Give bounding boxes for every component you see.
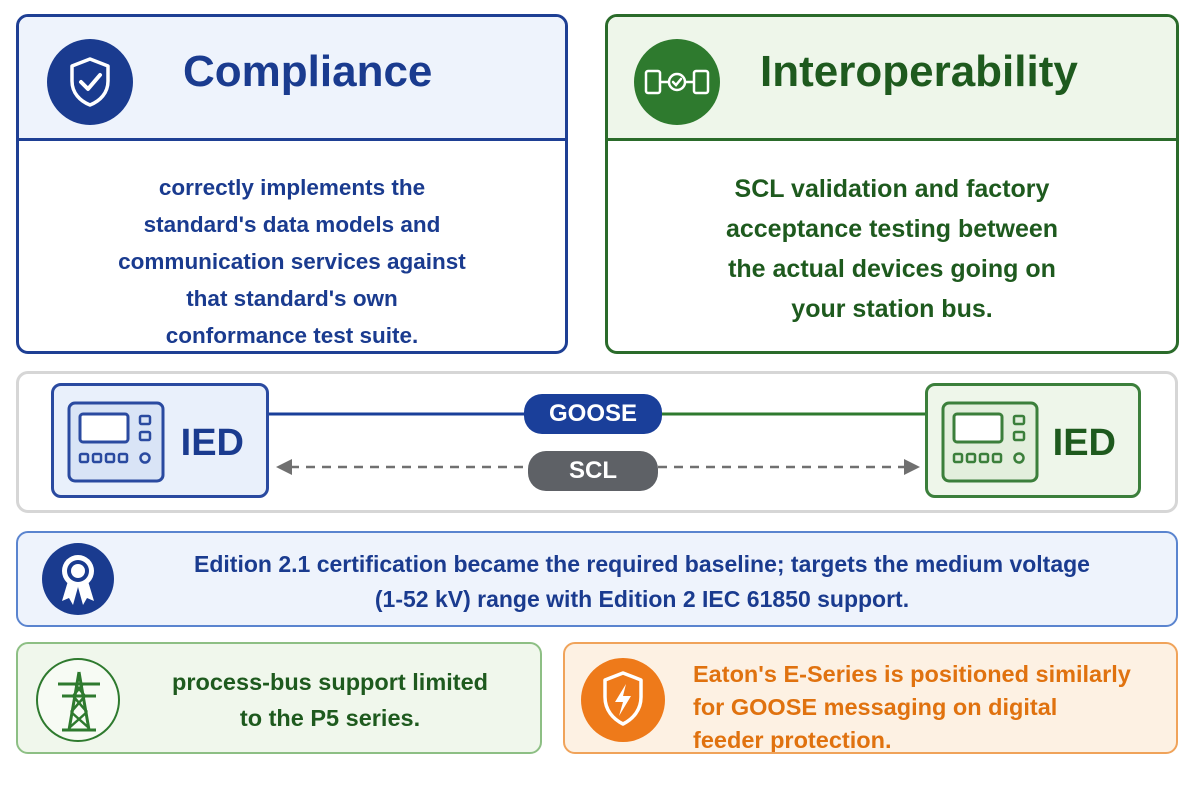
shield-check-icon [47, 39, 133, 125]
interoperability-line: acceptance testing between [725, 215, 1059, 243]
compliance-line: conformance test suite. [165, 323, 419, 348]
ied-left-label: IED [180, 422, 244, 464]
interoperability-description: SCL validation and factory acceptance te… [632, 169, 1152, 329]
compliance-line: correctly implements the [158, 175, 426, 200]
award-ribbon-icon [42, 543, 114, 615]
interoperability-card: Interoperability SCL validation and fact… [605, 14, 1179, 354]
process-bus-card: process-bus support limited to the P5 se… [16, 642, 542, 754]
compliance-title: Compliance [183, 47, 433, 96]
eaton-line: Eaton's E-Series is positioned similarly [693, 661, 1131, 687]
compliance-description: correctly implements the standard's data… [43, 169, 541, 351]
compliance-line: standard's data models and [143, 212, 441, 237]
transmission-tower-icon [36, 658, 120, 742]
ied-right-label: IED [1052, 422, 1116, 464]
process-bus-line: to the P5 series. [239, 705, 421, 731]
compliance-card: Compliance correctly implements the stan… [16, 14, 568, 354]
compliance-line: communication services against [118, 249, 466, 274]
process-bus-description: process-bus support limited to the P5 se… [136, 664, 524, 736]
interoperability-header: Interoperability [608, 17, 1176, 141]
arrowhead-right [904, 459, 920, 475]
interoperability-line: the actual devices going on [728, 255, 1056, 283]
interoperability-line: SCL validation and factory [734, 175, 1050, 203]
ied-left-device: IED [51, 383, 269, 498]
device-link-icon [634, 39, 720, 125]
edition-description: Edition 2.1 certification became the req… [128, 547, 1156, 617]
compliance-line: that standard's own [186, 286, 398, 311]
eaton-card: Eaton's E-Series is positioned similarly… [563, 642, 1178, 754]
edition-line: Edition 2.1 certification became the req… [194, 551, 1090, 577]
eaton-description: Eaton's E-Series is positioned similarly… [693, 658, 1160, 753]
scl-pill: SCL [528, 451, 658, 491]
arrowhead-left [276, 459, 292, 475]
ied-right-device: IED [925, 383, 1141, 498]
ied-device-icon [67, 401, 165, 483]
process-bus-line: process-bus support limited [172, 669, 488, 695]
ied-device-icon [941, 401, 1039, 483]
interoperability-line: your station bus. [791, 295, 993, 323]
compliance-header: Compliance [19, 17, 565, 141]
eaton-line: feeder protection. [693, 727, 892, 753]
eaton-line: for GOOSE messaging on digital [693, 694, 1058, 720]
edition-line: (1-52 kV) range with Edition 2 IEC 61850… [374, 586, 910, 612]
shield-lightning-icon [581, 658, 665, 742]
edition-banner: Edition 2.1 certification became the req… [16, 531, 1178, 627]
goose-pill: GOOSE [524, 394, 662, 434]
interoperability-title: Interoperability [760, 47, 1078, 96]
